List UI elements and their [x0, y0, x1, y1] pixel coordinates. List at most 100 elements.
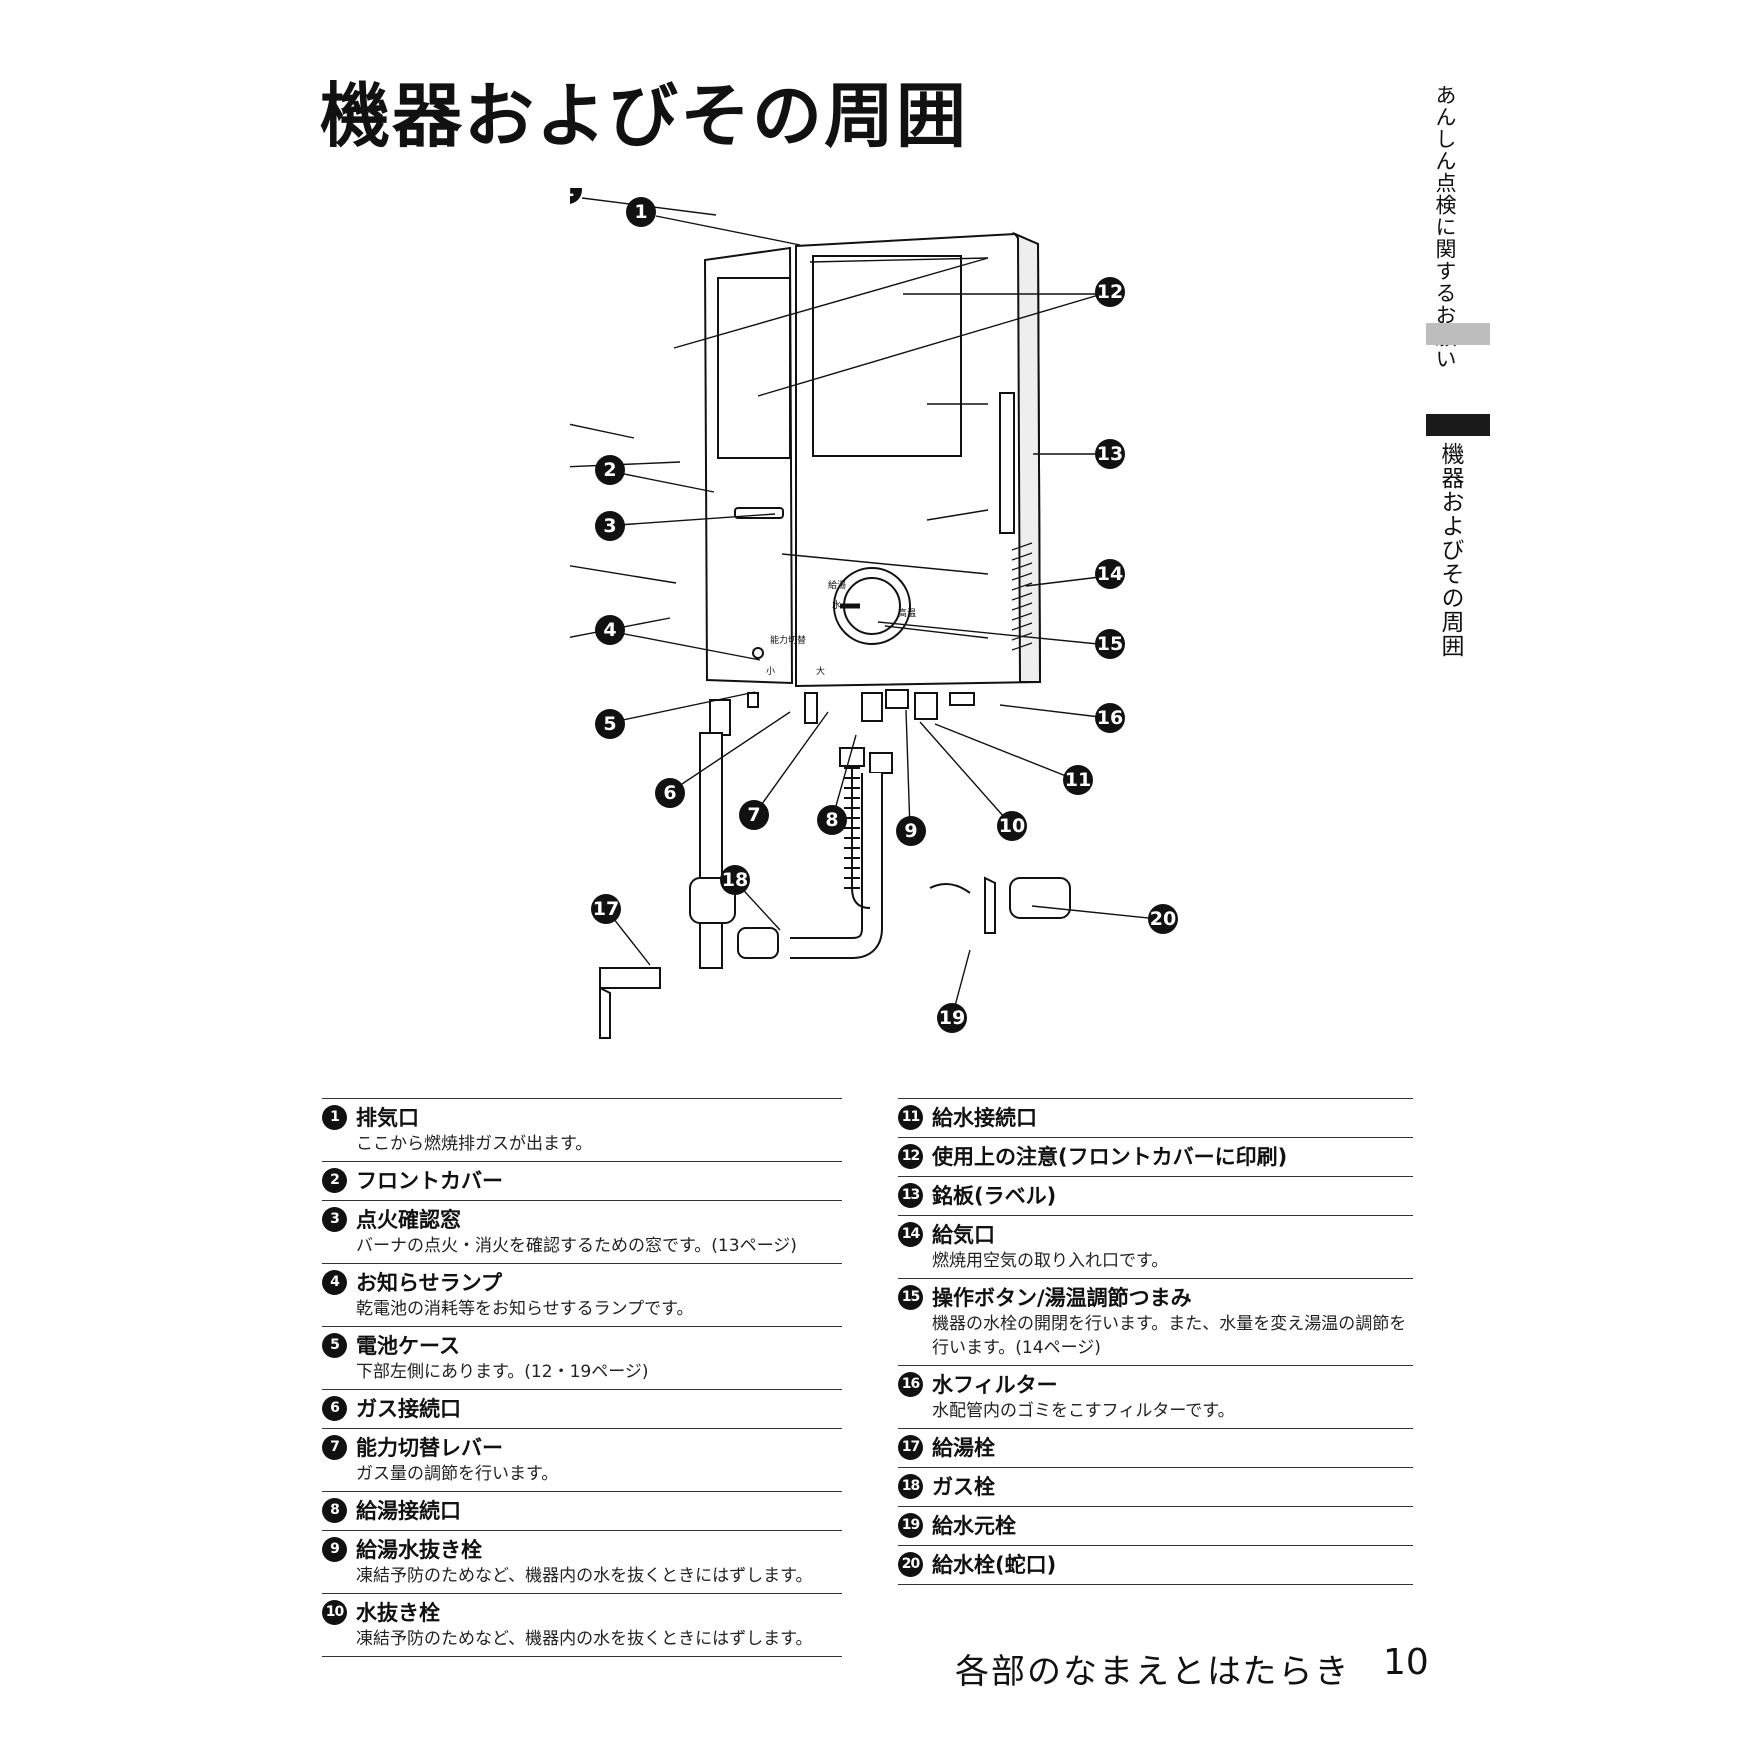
part-name: フロントカバー: [356, 1169, 503, 1193]
part-item: 10 水抜き栓凍結予防のためなど、機器内の水を抜くときにはずします。: [322, 1594, 842, 1657]
callout-1: 1: [554, 176, 582, 204]
part-number-badge: 16: [898, 1371, 923, 1397]
part-description: ここから燃焼排ガスが出ます。: [356, 1134, 593, 1154]
temperature-dial: [833, 567, 911, 645]
part-item: 20 給水栓(蛇口): [898, 1546, 1413, 1585]
part-name: 給水接続口: [932, 1106, 1037, 1130]
part-item: 2 フロントカバー: [322, 1162, 842, 1201]
side-tab-current-section[interactable]: 機器およびその周囲: [1437, 442, 1463, 658]
part-name: 電池ケース: [356, 1334, 460, 1358]
part-name: 能力切替レバー: [356, 1436, 503, 1460]
part-item: 11 給水接続口: [898, 1099, 1413, 1138]
part-number-badge: 1: [322, 1104, 347, 1130]
side-tab-marker-inactive: [1426, 323, 1490, 345]
part-item: 8 給湯接続口: [322, 1492, 842, 1531]
part-name: 操作ボタン/湯温調節つまみ: [932, 1286, 1192, 1310]
part-heading: 2 フロントカバー: [322, 1165, 842, 1195]
part-item: 6 ガス接続口: [322, 1390, 842, 1429]
part-heading: 11 給水接続口: [898, 1102, 1413, 1132]
part-name: 水フィルター: [932, 1373, 1058, 1397]
part-name: 点火確認窓: [356, 1208, 461, 1232]
part-number-badge: 15: [898, 1284, 923, 1310]
part-number-badge: 8: [322, 1497, 347, 1523]
part-number-badge: 9: [322, 1536, 347, 1562]
part-description: 水配管内のゴミをこすフィルターです。: [932, 1401, 1235, 1421]
dial-label-hot: 給湯: [828, 579, 846, 591]
part-item: 12 使用上の注意(フロントカバーに印刷): [898, 1138, 1413, 1177]
part-heading: 10 水抜き栓: [322, 1597, 842, 1627]
page-title: 機器およびその周囲: [320, 75, 968, 157]
lever-label: 能力切替: [770, 634, 806, 646]
part-description: 凍結予防のためなど、機器内の水を抜くときにはずします。: [356, 1566, 813, 1586]
part-item: 5 電池ケース下部左側にあります。(12・19ページ): [322, 1327, 842, 1390]
part-name: 水抜き栓: [356, 1601, 440, 1625]
part-number-badge: 20: [898, 1551, 923, 1577]
part-name: 銘板(ラベル): [932, 1184, 1057, 1208]
svg-text:1: 1: [570, 188, 575, 201]
part-description: バーナの点火・消火を確認するための窓です。(13ページ): [356, 1236, 797, 1256]
part-heading: 9 給湯水抜き栓: [322, 1534, 842, 1564]
part-item: 15 操作ボタン/湯温調節つまみ機器の水栓の開閉を行います。また、水量を変え湯温の…: [898, 1279, 1413, 1366]
part-number-badge: 2: [322, 1167, 347, 1193]
dial-label-water: 水: [832, 599, 841, 611]
footer-section-title: 各部のなまえとはたらき: [955, 1652, 1351, 1692]
part-number-badge: 7: [322, 1434, 347, 1460]
part-name: 給湯接続口: [356, 1499, 461, 1523]
part-heading: 3 点火確認窓: [322, 1204, 842, 1234]
part-heading: 6 ガス接続口: [322, 1393, 842, 1423]
page-number: 10: [1383, 1642, 1429, 1683]
part-name: 給水元栓: [932, 1514, 1016, 1538]
part-number-badge: 14: [898, 1221, 923, 1247]
part-item: 16 水フィルター水配管内のゴミをこすフィルターです。: [898, 1366, 1413, 1429]
part-heading: 8 給湯接続口: [322, 1495, 842, 1525]
water-heater-diagram: 給湯 水 高温 能力切替 小 大: [539, 176, 1190, 1068]
part-heading: 12 使用上の注意(フロントカバーに印刷): [898, 1141, 1413, 1171]
part-name: 使用上の注意(フロントカバーに印刷): [932, 1145, 1288, 1169]
part-description: 機器の水栓の開閉を行います。また、水量を変え湯温の調節を行います。(14ページ): [932, 1314, 1407, 1358]
part-heading: 15 操作ボタン/湯温調節つまみ: [898, 1282, 1413, 1312]
part-number-badge: 17: [898, 1434, 923, 1460]
part-number-badge: 19: [898, 1512, 923, 1538]
side-tab-safety-check[interactable]: あんしん点検に関するお願い: [1433, 84, 1457, 370]
part-heading: 14 給気口: [898, 1219, 1413, 1249]
part-name: 給湯栓: [932, 1436, 995, 1460]
part-item: 17 給湯栓: [898, 1429, 1413, 1468]
part-number-badge: 18: [898, 1473, 923, 1499]
part-heading: 5 電池ケース: [322, 1330, 842, 1360]
part-name: 給気口: [932, 1223, 995, 1247]
part-number-badge: 5: [322, 1332, 347, 1358]
part-item: 7 能力切替レバーガス量の調節を行います。: [322, 1429, 842, 1492]
lever-label-small: 小: [766, 666, 775, 677]
part-heading: 16 水フィルター: [898, 1369, 1413, 1399]
part-number-badge: 11: [898, 1104, 923, 1130]
part-description: 乾電池の消耗等をお知らせするランプです。: [356, 1299, 694, 1319]
pipes-and-taps: [599, 689, 1071, 1039]
part-number-badge: 3: [322, 1206, 347, 1232]
part-number-badge: 4: [322, 1269, 347, 1295]
part-name: 給水栓(蛇口): [932, 1553, 1057, 1577]
part-description: 凍結予防のためなど、機器内の水を抜くときにはずします。: [356, 1629, 813, 1649]
part-number-badge: 6: [322, 1395, 347, 1421]
part-item: 19 給水元栓: [898, 1507, 1413, 1546]
part-description: 下部左側にあります。(12・19ページ): [356, 1362, 649, 1382]
dial-label-high: 高温: [898, 607, 916, 619]
part-name: ガス接続口: [356, 1397, 461, 1421]
part-description: ガス量の調節を行います。: [356, 1464, 559, 1484]
part-number-badge: 12: [898, 1143, 923, 1169]
part-heading: 19 給水元栓: [898, 1510, 1413, 1540]
part-heading: 17 給湯栓: [898, 1432, 1413, 1462]
part-name: 給湯水抜き栓: [356, 1538, 482, 1562]
part-item: 9 給湯水抜き栓凍結予防のためなど、機器内の水を抜くときにはずします。: [322, 1531, 842, 1594]
part-number-badge: 10: [322, 1599, 347, 1625]
